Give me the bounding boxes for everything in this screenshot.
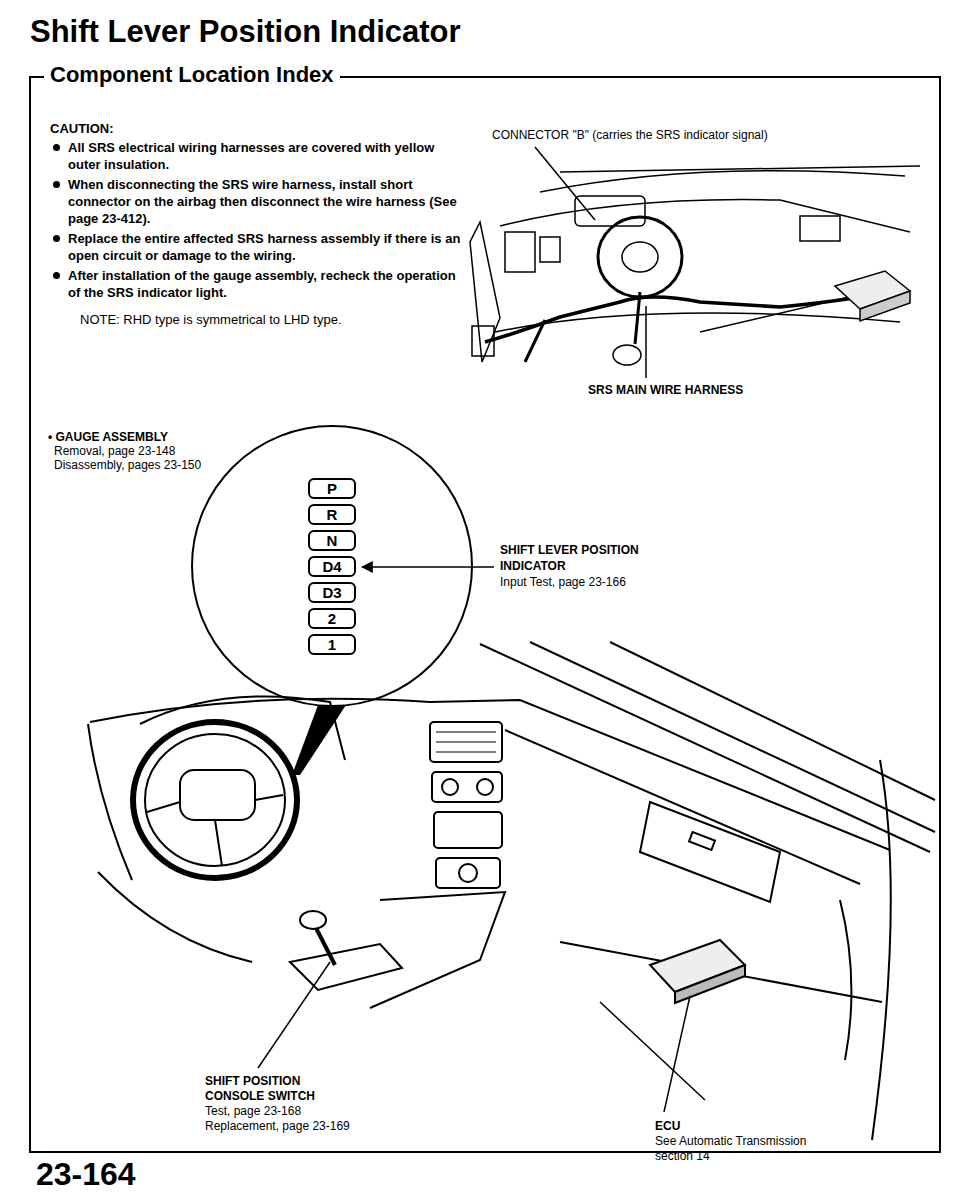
part-name: ECU: [655, 1119, 680, 1134]
indicator-box: D3: [308, 582, 356, 603]
srs-unit: [860, 291, 910, 321]
label-group: • GAUGE ASSEMBLYRemoval, page 23-148Disa…: [48, 430, 248, 472]
vent: [540, 237, 560, 262]
caution-heading: CAUTION:: [50, 120, 462, 137]
caution-item: When disconnecting the SRS wire harness,…: [50, 176, 462, 227]
control-knob: [442, 779, 458, 795]
indicator-box: R: [308, 504, 356, 525]
srs-dash-illustration: [470, 147, 920, 378]
page-reference: Removal, page 23-148: [48, 444, 248, 458]
indicator-letter: 2: [328, 611, 336, 627]
control-panel: [436, 858, 500, 888]
magnifier-circle: [192, 426, 472, 706]
dash-line: [500, 200, 910, 232]
center-console: [370, 892, 505, 1008]
dash-edge: [88, 724, 132, 880]
page-title: Shift Lever Position Indicator: [30, 14, 461, 50]
leader-arrow: [362, 566, 494, 568]
steering-wheel-inner: [145, 734, 285, 866]
leader-line: [258, 962, 330, 1068]
indicator-box: N: [308, 530, 356, 551]
part-name: SHIFT POSITION CONSOLE SWITCH: [205, 1074, 335, 1104]
steering-wheel: [598, 217, 682, 297]
indicator-letter: R: [327, 507, 338, 523]
dash-line: [495, 313, 900, 332]
dashboard-illustration: [88, 642, 935, 1140]
shift-lever: [316, 928, 335, 965]
vent: [505, 232, 535, 272]
glove-box-handle: [689, 832, 715, 850]
indicator-letter: D3: [322, 585, 341, 601]
caution-item: All SRS electrical wiring harnesses are …: [50, 139, 462, 173]
floor-line: [600, 1002, 705, 1100]
indicator-letter: P: [327, 481, 337, 497]
control-knob: [459, 864, 477, 882]
vent: [430, 722, 502, 762]
windshield-base: [530, 642, 935, 832]
glove-box: [640, 802, 780, 902]
steering-hub: [180, 770, 255, 820]
label-group: 23-164: [36, 1156, 136, 1193]
wire-harness: [635, 292, 640, 344]
page-reference: Input Test, page 23-166: [500, 574, 690, 590]
door-edge: [872, 760, 891, 1140]
control-knob: [477, 779, 493, 795]
label-group: SHIFT POSITION CONSOLE SWITCHTest, page …: [205, 1074, 405, 1134]
label-group: SHIFT LEVER POSITION INDICATORInput Test…: [500, 542, 690, 590]
caution-item: After installation of the gauge assembly…: [50, 267, 462, 301]
vent-slat: [436, 732, 496, 752]
dash-edge: [98, 872, 252, 962]
leader-line: [535, 147, 595, 220]
part-name: CONNECTOR "B" (carries the SRS indicator…: [492, 128, 932, 142]
indicator-letter: D4: [322, 559, 341, 575]
indicator-letter: 1: [328, 637, 336, 653]
leader-line: [645, 306, 647, 378]
windshield-base: [610, 642, 935, 800]
wire-harness: [485, 297, 860, 342]
label-group: SRS MAIN WIRE HARNESS: [588, 383, 888, 397]
note-text: NOTE: RHD type is symmetrical to LHD typ…: [80, 311, 462, 328]
indicator-box: 2: [308, 608, 356, 629]
steering-spoke: [147, 795, 283, 866]
indicator-box: D4: [308, 556, 356, 577]
page-reference: Test, page 23-168: [205, 1104, 405, 1119]
gauge-cluster: [575, 196, 645, 226]
indicator-box: P: [308, 478, 356, 499]
leader-line: [664, 996, 690, 1112]
harness-connector: [613, 345, 641, 365]
indicator-box: 1: [308, 634, 356, 655]
page-reference: See Automatic Transmission section 14: [655, 1134, 845, 1164]
page-number: 23-164: [36, 1156, 136, 1193]
sensor-box: [472, 326, 494, 356]
shift-gate: [290, 944, 402, 990]
magnifier-pointer: [292, 705, 346, 775]
door-edge: [840, 900, 851, 1060]
part-name: SHIFT LEVER POSITION INDICATOR: [500, 542, 670, 574]
page-reference: Disassembly, pages 23-150: [48, 458, 248, 472]
ecu-box: [675, 965, 745, 1003]
label-group: ECUSee Automatic Transmission section 14: [655, 1116, 875, 1164]
section-heading: Component Location Index: [44, 62, 340, 88]
wire-harness: [525, 320, 545, 362]
label-group: CAUTION: All SRS electrical wiring harnes…: [50, 120, 462, 328]
label-group: CONNECTOR "B" (carries the SRS indicator…: [492, 128, 932, 142]
shift-knob: [300, 911, 326, 929]
page-frame: [30, 77, 940, 1152]
control-panel: [432, 772, 502, 802]
page-reference: Replacement, page 23-169: [205, 1119, 405, 1134]
indicator-letter: N: [327, 533, 338, 549]
caution-item: Replace the entire affected SRS harness …: [50, 230, 462, 264]
windshield-line: [540, 171, 905, 192]
label-group: Component Location Index: [44, 62, 340, 88]
part-name: • GAUGE ASSEMBLY: [48, 430, 248, 444]
dash-front: [505, 730, 860, 884]
vent: [800, 216, 840, 241]
steering-wheel: [133, 722, 297, 878]
steering-hub: [622, 242, 658, 272]
part-name: SRS MAIN WIRE HARNESS: [588, 383, 888, 397]
radio: [434, 812, 502, 848]
